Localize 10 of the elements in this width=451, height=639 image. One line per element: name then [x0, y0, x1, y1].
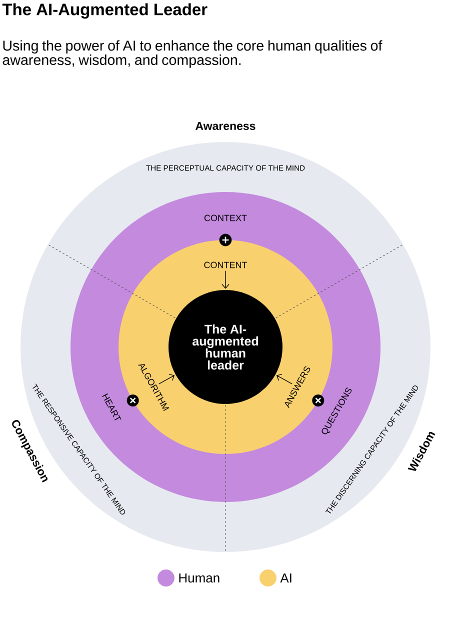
arrow: [222, 270, 230, 289]
legend-label: Human: [179, 573, 220, 583]
sector-label: Awareness: [196, 122, 256, 130]
legend-label: AI: [280, 574, 292, 582]
arrow: [158, 374, 175, 384]
ring-label: CONTEXT: [204, 214, 247, 222]
subtitle: Using the power of AI to enhance the core human qualities of awareness, wisdom, and compassion.: [2, 40, 382, 68]
ring-label: CONTENT: [204, 262, 248, 268]
title: The AI-Augmented Leader: [2, 3, 208, 19]
arrow: [276, 374, 292, 384]
